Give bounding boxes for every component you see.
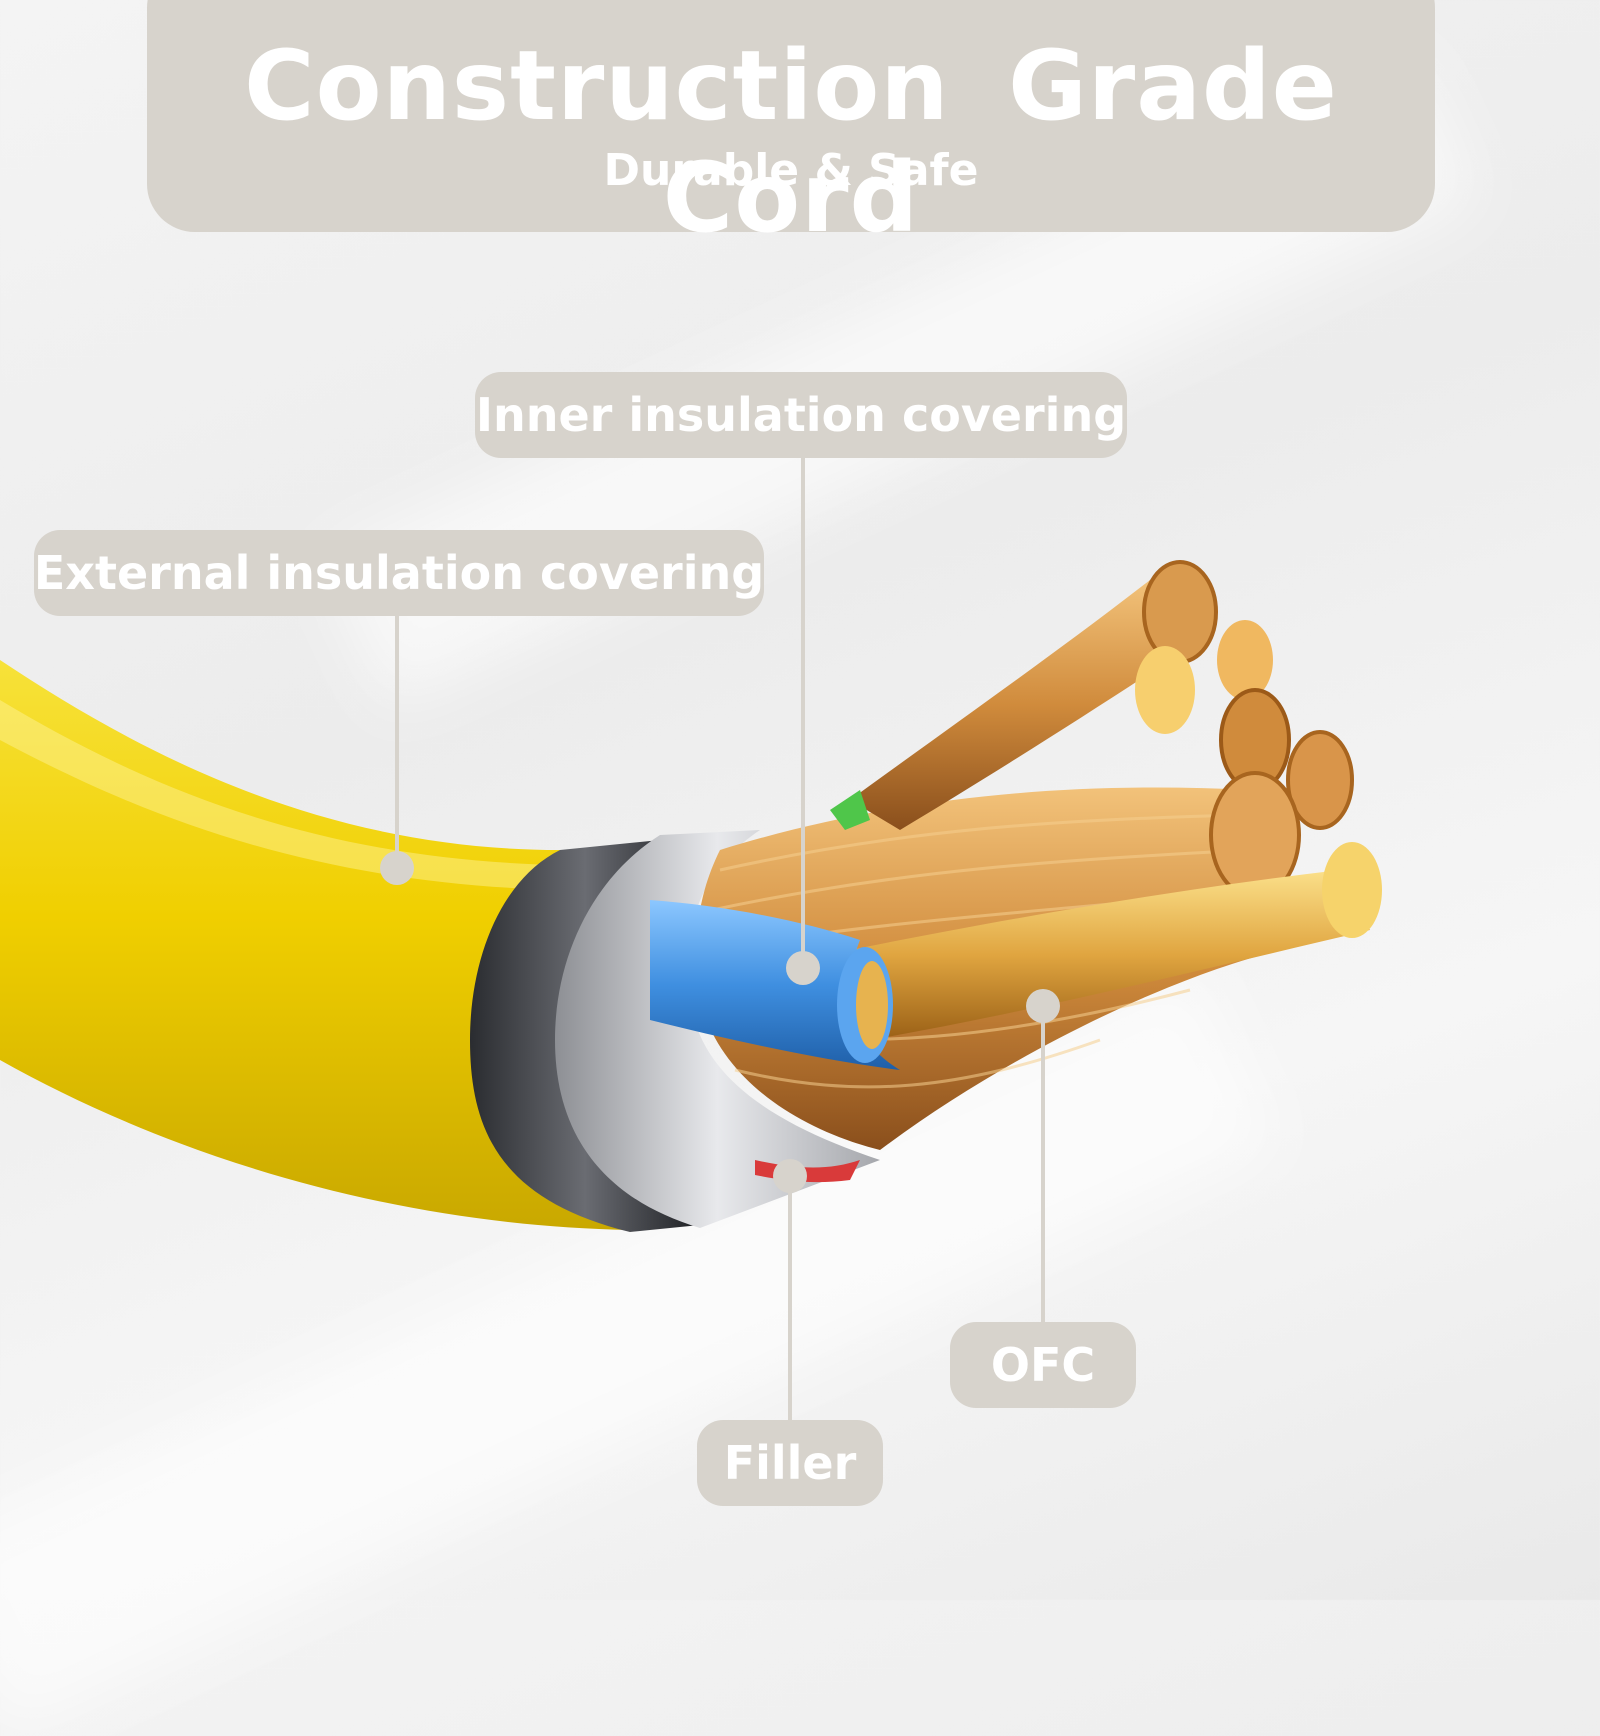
page-title: Construction Grade Cord (244, 30, 1338, 254)
label-ofc: OFC (950, 1322, 1136, 1408)
jacket-highlight (0, 700, 565, 890)
label-filler: Filler (697, 1420, 883, 1506)
cable-illustration (0, 455, 1382, 1420)
wire-end-solid (1217, 620, 1273, 700)
label-inner-insulation: Inner insulation covering (475, 372, 1127, 458)
leader-lines (395, 455, 1045, 1420)
copper-wire-upper (850, 580, 1200, 830)
silver-ring (555, 830, 880, 1228)
filler-green (830, 790, 870, 830)
leader-dots (380, 851, 1060, 1193)
wire-end-strands (1142, 560, 1218, 664)
inner-conductor-end (856, 961, 888, 1049)
ofc-end (1322, 842, 1382, 938)
label-external-insulation: External insulation covering (34, 530, 764, 616)
page-subtitle: Durable & Safe (603, 145, 979, 196)
inner-insulation (650, 900, 900, 1070)
dark-ring (470, 840, 700, 1232)
header-panel: Construction Grade Cord Durable & Safe (147, 0, 1435, 254)
ofc-conductor (850, 870, 1370, 1040)
wire-end-strands (1286, 730, 1354, 830)
external-insulation-jacket (0, 660, 630, 1230)
wire-end-gold (1135, 646, 1195, 734)
